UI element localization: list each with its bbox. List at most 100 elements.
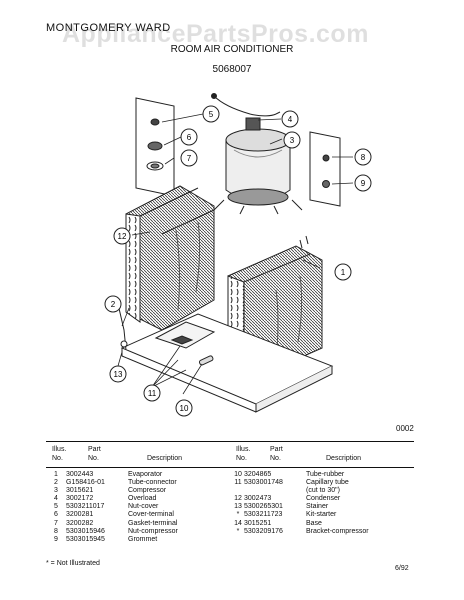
row-illus-no: 12 [234, 495, 242, 503]
watermark: AppliancePartsPros.com [62, 20, 369, 48]
brand-name: MONTGOMERY WARD [46, 22, 171, 34]
row-illus-no: 6 [54, 511, 58, 519]
header-illus-no-right: Illus.No. [236, 446, 251, 462]
row-illus-no: 14 [234, 519, 242, 527]
callout-5: 5 [202, 105, 220, 123]
row-illus-no: 3 [54, 487, 58, 495]
table-row: 6 3200281 Cover-terminal [46, 511, 226, 519]
row-part-no: 3204865 [244, 471, 272, 478]
row-illus-no: 13 [234, 503, 242, 511]
diagram-code: 0002 [396, 424, 414, 433]
header-description: Description [147, 455, 183, 462]
page-title: ROOM AIR CONDITIONER [170, 44, 294, 55]
row-part-no: 5303211017 [66, 503, 105, 511]
table-header-rule [46, 467, 414, 468]
callout-label: 4 [288, 115, 293, 124]
row-part-no: 5300265301 [244, 503, 283, 511]
callout-label: 3 [290, 136, 295, 145]
row-illus-no: 10 [234, 471, 242, 478]
row-part-no: 5303209176 [244, 527, 283, 535]
callout-label: 12 [118, 232, 127, 241]
row-illus-no [232, 487, 244, 495]
table-row: * 5303209176 Bracket-compressor [232, 528, 418, 536]
callout-label: 1 [341, 268, 346, 277]
row-illus-no: 4 [54, 495, 58, 503]
row-illus-no: 8 [54, 527, 58, 535]
row-part-no: 3015621 [66, 487, 94, 495]
row-description: Compressor [128, 487, 167, 495]
row-description: Cover-terminal [128, 511, 174, 519]
row-description: Nut-compressor [128, 527, 178, 535]
callout-8: 8 [354, 148, 372, 166]
callout-label: 7 [187, 154, 192, 163]
row-illus-no: 1 [54, 471, 58, 478]
header-illus-no: Illus.No. [52, 446, 67, 462]
base-pan [120, 313, 334, 413]
row-description: Tube-connector [128, 479, 177, 487]
row-part-no: 3200282 [66, 519, 94, 527]
header-description-right: Description [326, 455, 362, 462]
callouts: 1 2 3 4 5 6 7 8 9 10 11 12 13 [104, 105, 372, 417]
callout-label: 13 [114, 370, 123, 379]
row-description: Gasket-terminal [128, 519, 178, 527]
table-top-rule [46, 441, 414, 442]
connector-tube [117, 303, 128, 351]
callout-12: 12 [113, 227, 131, 245]
callout-10: 10 [175, 399, 193, 417]
row-description: Capillary tube [306, 479, 349, 487]
wire-harness [211, 93, 281, 117]
row-description: Grommet [128, 535, 158, 543]
callout-11: 11 [143, 384, 161, 402]
row-part-no: 3200281 [66, 511, 94, 519]
row-description: Tube-rubber [306, 471, 345, 478]
model-number: 5068007 [212, 64, 252, 75]
callout-6: 6 [180, 128, 198, 146]
row-part-no: G158416-01 [66, 479, 105, 487]
footnote: * = Not Illustrated [46, 560, 100, 567]
table-row: (cut to 30") [232, 487, 418, 495]
row-illus-no: 7 [54, 519, 58, 527]
callout-9: 9 [354, 174, 372, 192]
callout-13: 13 [109, 365, 127, 383]
row-part-no: 5303015945 [66, 535, 105, 543]
row-illus-no: * [236, 511, 240, 519]
callout-label: 5 [209, 110, 214, 119]
row-illus-no: 11 [234, 479, 242, 487]
condenser-coil [125, 185, 215, 331]
callout-label: 6 [187, 133, 192, 142]
row-illus-no: * [236, 527, 240, 535]
callout-3: 3 [283, 131, 301, 149]
row-illus-no: 5 [54, 503, 58, 511]
table-row: 8 5303015946 Nut-compressor [46, 528, 226, 536]
row-part-no: 5303015946 [66, 527, 105, 535]
callout-label: 11 [148, 389, 157, 398]
row-description: Overload [128, 495, 157, 503]
row-part-no: 3015251 [244, 519, 272, 527]
row-description: Base [306, 519, 322, 527]
row-part-no: 3002443 [66, 471, 94, 478]
callout-1: 1 [334, 263, 352, 281]
callout-2: 2 [104, 295, 122, 313]
small-parts-panel [135, 97, 175, 197]
row-part-no: 3002172 [66, 495, 94, 503]
callout-label: 10 [180, 404, 189, 413]
leader-lines [117, 113, 354, 395]
table-row: 1 3002443 Evaporator [46, 471, 226, 479]
table-row: 3 3015621 Compressor [46, 487, 226, 495]
callout-label: 9 [361, 179, 366, 188]
row-description: Bracket-compressor [306, 527, 369, 535]
row-description: Evaporator [128, 471, 163, 478]
callout-label: 2 [111, 300, 116, 309]
callout-label: 8 [361, 153, 366, 162]
row-illus-no: 2 [54, 479, 58, 487]
row-part-no: 5303211723 [244, 511, 283, 519]
table-row: 4 3002172 Overload [46, 495, 226, 503]
